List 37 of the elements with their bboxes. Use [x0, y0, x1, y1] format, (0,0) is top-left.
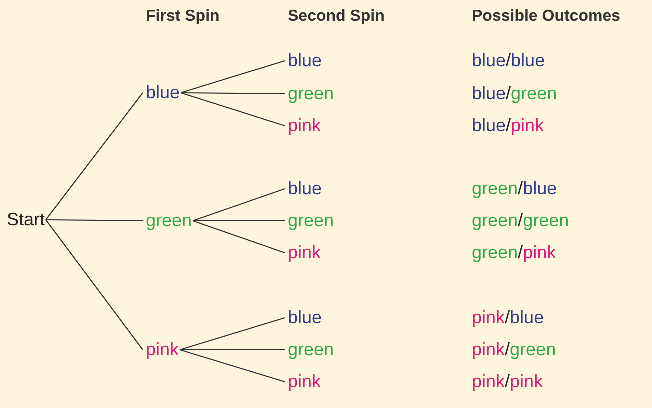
tree-node-label: pink [288, 242, 322, 264]
branch-line [181, 92, 285, 95]
column-heading: Possible Outcomes [472, 8, 620, 26]
outcome-label: pink/blue [472, 308, 544, 328]
tree-node-label: green [288, 210, 334, 232]
tree-node-label: pink [146, 340, 180, 360]
outcome-label: pink/pink [472, 372, 544, 392]
tree-node-label: Start [7, 210, 46, 230]
tree-node-label: blue [288, 178, 322, 200]
branch-line [46, 220, 144, 350]
tree-node-label: green [288, 340, 334, 360]
outcome-label: blue/green [472, 84, 558, 104]
tree-node-label: blue [288, 308, 322, 328]
branch-line [192, 188, 286, 222]
branch-line [180, 60, 286, 94]
column-heading: Second Spin [288, 8, 385, 26]
tree-node-label: pink [288, 116, 322, 136]
outcome-label: blue/pink [472, 116, 544, 136]
branch-line [46, 219, 143, 222]
branch-line [180, 349, 285, 351]
tree-node-label: blue [288, 50, 322, 72]
outcome-label: green/blue [472, 178, 558, 200]
tree-node-label: blue [146, 82, 180, 104]
outcome-label: green/pink [472, 242, 556, 264]
outcome-label: green/green [472, 210, 570, 232]
outcome-label: blue/blue [472, 50, 546, 72]
branch-line [192, 220, 286, 254]
tree-node-label: pink [288, 372, 322, 392]
branch-line [180, 349, 286, 383]
branch-line [180, 92, 286, 127]
tree-node-label: green [288, 84, 334, 104]
branch-line [180, 317, 286, 351]
tree-node-label: green [146, 210, 192, 232]
branch-line [46, 92, 144, 220]
outcome-label: pink/green [472, 340, 556, 360]
branch-line [193, 220, 285, 222]
column-heading: First Spin [146, 8, 220, 26]
